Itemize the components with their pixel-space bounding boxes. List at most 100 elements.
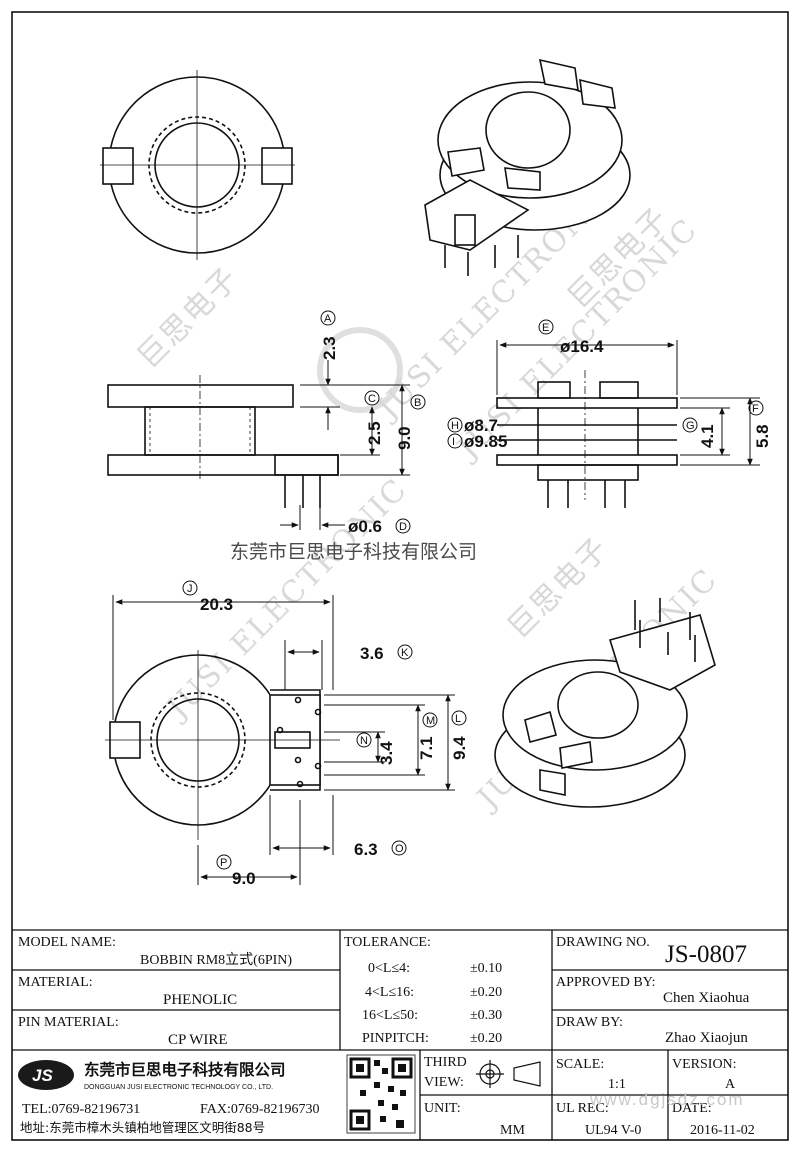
model-name-value: BOBBIN RM8立式(6PIN) (140, 952, 292, 968)
drawing-border (11, 11, 789, 1141)
company-tel: TEL:0769-82196731 (22, 1102, 140, 1117)
svg-text:JS: JS (32, 1066, 53, 1085)
tolerance-value-3: ±0.30 (470, 1008, 502, 1023)
approved-by-label: APPROVED BY: (556, 975, 655, 990)
side-elevation (496, 370, 678, 508)
dimension-J: J 20.3 (182, 580, 233, 614)
svg-text:O: O (395, 843, 404, 855)
qr-code (346, 1054, 416, 1134)
svg-text:20.3: 20.3 (200, 595, 233, 614)
svg-text:D: D (399, 521, 407, 533)
tolerance-value-1: ±0.10 (470, 961, 502, 976)
tolerance-label: TOLERANCE: (344, 935, 431, 950)
third-angle-projection-icon (476, 1060, 541, 1088)
third-view-label-2: VIEW: (424, 1075, 464, 1090)
company-logo: JS (18, 1060, 74, 1090)
pin-material-label: PIN MATERIAL: (18, 1015, 119, 1030)
dimension-K: 3.6 K (360, 644, 413, 663)
iso-view-bottom (494, 598, 716, 808)
svg-text:2.5: 2.5 (365, 421, 384, 445)
svg-text:P: P (220, 857, 227, 869)
drawing-no-value: JS-0807 (665, 941, 747, 968)
svg-text:7.1: 7.1 (417, 736, 436, 760)
dimension-H: H ø8.7 (447, 416, 498, 435)
date-label: DATE: (672, 1101, 712, 1116)
draw-by-value: Zhao Xiaojun (665, 1030, 748, 1046)
svg-text:M: M (426, 715, 435, 727)
svg-text:B: B (414, 397, 421, 409)
title-block-grid (12, 929, 788, 1140)
svg-text:H: H (451, 420, 459, 432)
svg-text:9.0: 9.0 (395, 426, 414, 450)
dimension-D: ø0.6 D (348, 517, 411, 536)
drawing-no-label: DRAWING NO. (556, 935, 650, 950)
ul-rec-label: UL REC: (556, 1101, 609, 1116)
svg-text:ø0.6: ø0.6 (348, 517, 382, 536)
version-label: VERSION: (672, 1057, 737, 1072)
ul-rec-value: UL94 V-0 (585, 1123, 641, 1138)
approved-by-value: Chen Xiaohua (663, 990, 750, 1006)
svg-text:ø9.85: ø9.85 (464, 432, 507, 451)
site-watermark: www.dgjsdz.com (589, 1090, 745, 1109)
dimension-I: I ø9.85 (447, 432, 507, 451)
tolerance-range-3: 16<L≤50: (362, 1008, 418, 1023)
version-value: A (725, 1077, 736, 1092)
model-name-label: MODEL NAME: (18, 935, 116, 950)
front-dimension-lines (280, 360, 410, 530)
unit-value: MM (500, 1123, 525, 1138)
tolerance-range-4: PINPITCH: (362, 1031, 429, 1046)
dimension-G: G 4.1 (682, 417, 717, 448)
svg-text:F: F (752, 403, 759, 415)
bottom-view (105, 650, 340, 840)
tolerance-value-4: ±0.20 (470, 1031, 502, 1046)
svg-text:2.3: 2.3 (320, 336, 339, 360)
svg-text:ø16.4: ø16.4 (560, 337, 604, 356)
svg-text:4.1: 4.1 (698, 424, 717, 448)
draw-by-label: DRAW BY: (556, 1015, 623, 1030)
svg-text:E: E (542, 322, 549, 334)
front-elevation (107, 375, 339, 508)
date-value: 2016-11-02 (690, 1123, 755, 1138)
dimension-E: E ø16.4 (538, 319, 604, 356)
unit-label: UNIT: (424, 1101, 461, 1116)
bottom-dimension-lines (112, 595, 455, 885)
scale-value: 1:1 (608, 1077, 626, 1092)
tolerance-range-2: 4<L≤16: (365, 985, 414, 1000)
dimension-B: 9.0 B (395, 394, 426, 450)
dimension-A: 2.3 A (320, 310, 339, 360)
iso-view-top (424, 58, 631, 276)
svg-text:3.4: 3.4 (377, 741, 396, 765)
svg-text:I: I (452, 436, 455, 448)
dimension-N: N 3.4 (356, 732, 396, 765)
watermark-brand-cn-1: 巨思电子 (131, 260, 246, 375)
dimension-O: 6.3 O (354, 840, 407, 859)
tolerance-range-1: 0<L≤4: (368, 961, 410, 976)
dimension-M: 7.1 M (417, 712, 438, 760)
svg-text:J: J (187, 583, 193, 595)
material-value: PHENOLIC (163, 992, 237, 1008)
company-fax: FAX:0769-82196730 (200, 1102, 320, 1117)
dimension-L: 9.4 L (450, 710, 469, 760)
company-name-en: DONGGUAN JUSI ELECTRONIC TECHNOLOGY CO.,… (84, 1084, 273, 1091)
watermark-company-name: 东莞市巨思电子科技有限公司 (230, 541, 477, 563)
svg-text:ø8.7: ø8.7 (464, 416, 498, 435)
svg-text:C: C (368, 393, 376, 405)
dimension-F: 5.8 F (748, 400, 772, 448)
material-label: MATERIAL: (18, 975, 93, 990)
dimension-P: P 9.0 (216, 854, 256, 888)
dimension-C: 2.5 C (364, 390, 384, 445)
svg-text:L: L (455, 713, 461, 725)
company-address: 地址:东莞市樟木头镇柏地管理区文明街88号 (20, 1120, 265, 1135)
svg-text:9.0: 9.0 (232, 869, 256, 888)
pin-material-value: CP WIRE (168, 1032, 228, 1048)
svg-text:6.3: 6.3 (354, 840, 378, 859)
svg-text:N: N (360, 735, 368, 747)
side-dimension-lines (496, 340, 760, 466)
svg-text:9.4: 9.4 (450, 736, 469, 760)
svg-text:G: G (686, 420, 695, 432)
svg-text:K: K (401, 647, 409, 659)
svg-text:5.8: 5.8 (753, 424, 772, 448)
tolerance-value-2: ±0.20 (470, 985, 502, 1000)
company-name-cn: 东莞市巨思电子科技有限公司 (84, 1060, 286, 1079)
